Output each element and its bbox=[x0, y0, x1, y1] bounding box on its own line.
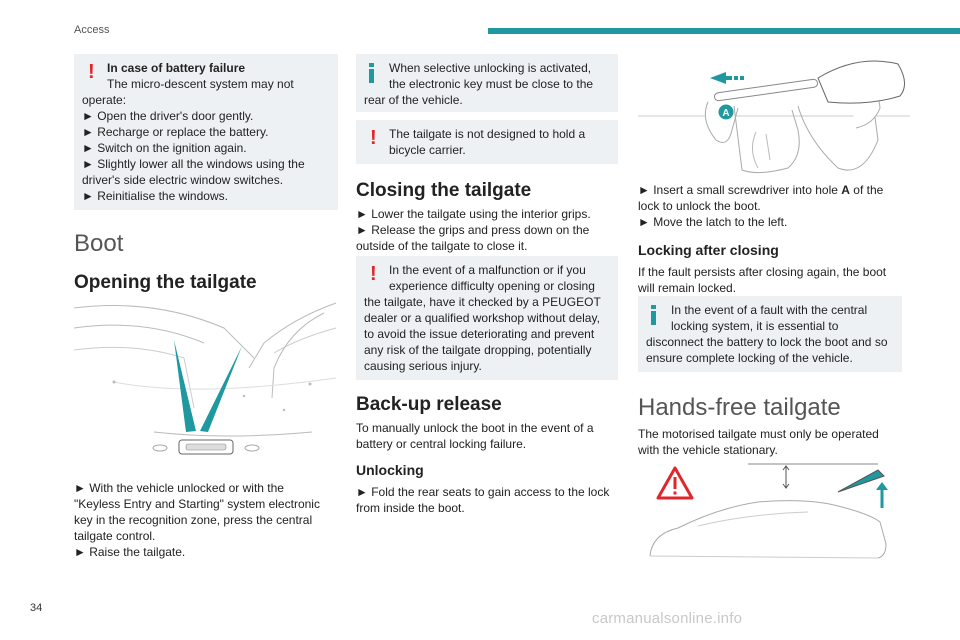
info-line: locking system, it is essential to bbox=[671, 319, 839, 333]
unlocking-text-line: ► Fold the rear seats to gain access to … bbox=[356, 485, 610, 499]
hands-free-tailgate-heading: Hands-free tailgate bbox=[638, 394, 841, 421]
selective-unlocking-info-box: When selective unlocking is activated, t… bbox=[356, 54, 618, 112]
warning-line: In the event of a malfunction or if you bbox=[389, 263, 586, 277]
warning-exclamation-icon: ! bbox=[370, 127, 377, 149]
unlocking-heading: Unlocking bbox=[356, 462, 424, 478]
screwdriver-text-line: ► Move the latch to the left. bbox=[638, 215, 788, 229]
warning-exclamation-icon: ! bbox=[370, 263, 377, 285]
locking-text-line: If the fault persists after closing agai… bbox=[638, 265, 887, 279]
warning-line: causing serious injury. bbox=[364, 359, 482, 373]
backup-release-text: To manually unlock the boot in the event… bbox=[356, 420, 620, 452]
info-line: ensure complete locking of the vehicle. bbox=[646, 351, 853, 365]
tailgate-control-illustration bbox=[74, 302, 337, 455]
watermark: carmanualsonline.info bbox=[592, 610, 743, 627]
battery-box-line: The micro-descent system may not bbox=[107, 77, 294, 91]
battery-box-line: driver's side electric window switches. bbox=[82, 173, 284, 187]
info-icon bbox=[651, 305, 656, 325]
battery-box-line: ► Open the driver's door gently. bbox=[82, 109, 254, 123]
battery-box-line: ► Reinitialise the windows. bbox=[82, 189, 228, 203]
callout-label-a: A bbox=[722, 108, 729, 119]
opening-text-line: tailgate control. bbox=[74, 529, 156, 543]
backup-text-line: To manually unlock the boot in the event… bbox=[356, 421, 594, 435]
opening-tailgate-heading: Opening the tailgate bbox=[74, 272, 257, 293]
info-line: In the event of a fault with the central bbox=[671, 303, 868, 317]
info-line: the electronic key must be close to the bbox=[389, 77, 594, 91]
closing-tailgate-text: ► Lower the tailgate using the interior … bbox=[356, 206, 620, 254]
handsfree-text-line: The motorised tailgate must only be oper… bbox=[638, 427, 879, 441]
battery-box-title: In case of battery failure bbox=[107, 61, 246, 75]
screwdriver-text-line: lock to unlock the boot. bbox=[638, 199, 761, 213]
info-line: rear of the vehicle. bbox=[364, 93, 463, 107]
battery-box-line: ► Switch on the ignition again. bbox=[82, 141, 247, 155]
info-icon bbox=[369, 63, 374, 83]
info-line: disconnect the battery to lock the boot … bbox=[646, 335, 888, 349]
opening-text-line: ► Raise the tailgate. bbox=[74, 545, 186, 559]
warning-line: the tailgate, have it checked by a PEUGE… bbox=[364, 295, 601, 309]
battery-box-line: ► Slightly lower all the windows using t… bbox=[82, 157, 305, 171]
unlocking-text: ► Fold the rear seats to gain access to … bbox=[356, 484, 626, 516]
hands-free-tailgate-illustration bbox=[649, 463, 888, 559]
warning-line: bicycle carrier. bbox=[389, 143, 466, 157]
closing-text-line: outside of the tailgate to close it. bbox=[356, 239, 528, 253]
warning-exclamation-icon: ! bbox=[88, 61, 95, 83]
malfunction-warning-box: ! In the event of a malfunction or if yo… bbox=[356, 256, 618, 380]
locking-after-closing-heading: Locking after closing bbox=[638, 242, 779, 258]
locking-text-line: will remain locked. bbox=[638, 281, 737, 295]
handsfree-text-line: with the vehicle stationary. bbox=[638, 443, 778, 457]
opening-text-line: ► With the vehicle unlocked or with the bbox=[74, 481, 284, 495]
screwdriver-text-line: ► Insert a small screwdriver into hole A… bbox=[638, 183, 884, 197]
warning-triangle-icon bbox=[656, 466, 694, 500]
closing-tailgate-heading: Closing the tailgate bbox=[356, 180, 532, 201]
opening-text-line: key in the recognition zone, press the c… bbox=[74, 513, 313, 527]
battery-box-line: ► Recharge or replace the battery. bbox=[82, 125, 269, 139]
section-label: Access bbox=[74, 24, 110, 36]
opening-tailgate-text: ► With the vehicle unlocked or with the … bbox=[74, 480, 344, 560]
opening-text-line: "Keyless Entry and Starting" system elec… bbox=[74, 497, 320, 511]
header-accent-bar bbox=[488, 28, 960, 34]
backup-release-heading: Back-up release bbox=[356, 394, 502, 415]
bicycle-carrier-warning-box: ! The tailgate is not designed to hold a… bbox=[356, 120, 618, 164]
warning-line: experience difficulty opening or closing bbox=[389, 279, 595, 293]
unlocking-text-line: from inside the boot. bbox=[356, 501, 465, 515]
closing-text-line: ► Lower the tailgate using the interior … bbox=[356, 207, 591, 221]
battery-failure-warning-box: ! In case of battery failure The micro-d… bbox=[74, 54, 338, 210]
central-locking-info-box: In the event of a fault with the central… bbox=[638, 296, 902, 372]
warning-line: any risk of the tailgate dropping, poten… bbox=[364, 343, 592, 357]
info-line: When selective unlocking is activated, bbox=[389, 61, 592, 75]
locking-after-closing-text: If the fault persists after closing agai… bbox=[638, 264, 918, 296]
hands-free-text: The motorised tailgate must only be oper… bbox=[638, 426, 918, 458]
closing-text-line: ► Release the grips and press down on th… bbox=[356, 223, 590, 237]
warning-line: The tailgate is not designed to hold a bbox=[389, 127, 586, 141]
screwdriver-text: ► Insert a small screwdriver into hole A… bbox=[638, 182, 918, 230]
lock-screwdriver-illustration: A bbox=[638, 60, 910, 174]
battery-box-line: operate: bbox=[82, 93, 127, 107]
warning-line: to avoid the issue deteriorating and pre… bbox=[364, 327, 595, 341]
warning-line: dealer or a qualified workshop without d… bbox=[364, 311, 600, 325]
page-number: 34 bbox=[30, 602, 43, 614]
boot-heading: Boot bbox=[74, 230, 124, 257]
backup-text-line: battery or central locking failure. bbox=[356, 437, 527, 451]
